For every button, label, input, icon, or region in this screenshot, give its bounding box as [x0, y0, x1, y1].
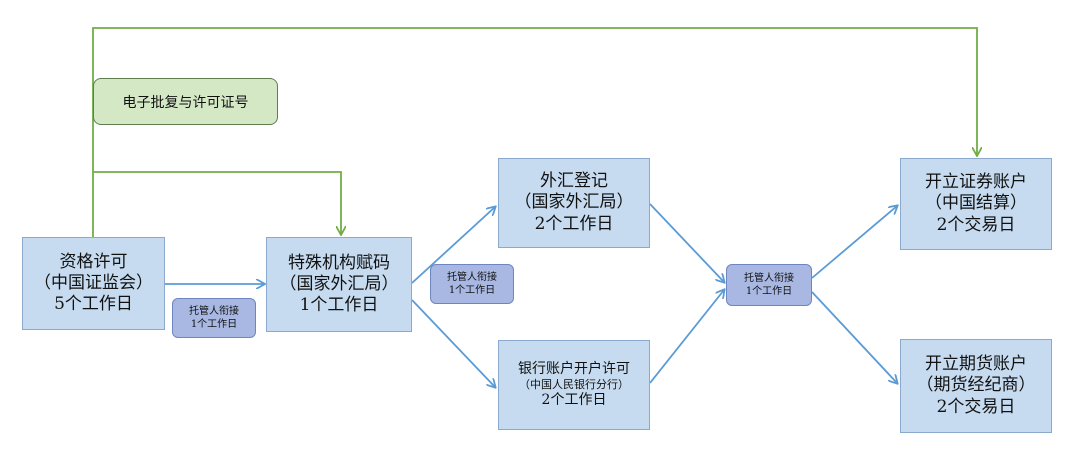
- step-coding: 特殊机构赋码 （国家外汇局） 1个工作日: [266, 237, 412, 332]
- step-authority: （国家外汇局）: [514, 192, 634, 213]
- step-duration: 2个工作日: [534, 213, 614, 234]
- arrow-coding-to-forex: [411, 207, 495, 284]
- step-forex: 外汇登记 （国家外汇局） 2个工作日: [498, 158, 650, 248]
- handoff-label: 托管人衔接: [744, 273, 794, 284]
- step-duration: 2个工作日: [541, 391, 607, 408]
- step-title: 开立期货账户: [925, 354, 1027, 375]
- approval-note: 电子批复与许可证号: [93, 78, 278, 125]
- handoff-badge: 托管人衔接 1个工作日: [430, 264, 514, 304]
- step-authority: （中国结算）: [925, 193, 1027, 214]
- arrow-bank-to-handoff: [649, 290, 724, 384]
- approval-note-label: 电子批复与许可证号: [122, 94, 249, 111]
- step-title: 资格许可: [59, 251, 128, 272]
- step-duration: 5个工作日: [54, 294, 133, 315]
- handoff-badge: 托管人衔接 1个工作日: [726, 264, 812, 306]
- step-duration: 2个交易日: [936, 396, 1016, 417]
- handoff-duration: 1个工作日: [190, 319, 238, 330]
- step-title: 特殊机构赋码: [288, 252, 390, 273]
- handoff-duration: 1个工作日: [448, 285, 496, 296]
- arrow-coding-to-bank: [411, 299, 495, 387]
- step-qualification: 资格许可 （中国证监会） 5个工作日: [22, 237, 165, 330]
- arrow-top-to-coding: [93, 171, 341, 234]
- step-title: 开立证券账户: [925, 172, 1027, 193]
- arrow-top-to-securities: [92, 27, 977, 237]
- step-authority: （国家外汇局）: [279, 273, 399, 294]
- step-authority: （中国人民银行分行）: [519, 378, 629, 392]
- step-duration: 2个交易日: [936, 214, 1016, 235]
- handoff-label: 托管人衔接: [447, 272, 497, 283]
- step-authority: （中国证监会）: [34, 272, 153, 293]
- step-title: 银行账户开户许可: [518, 360, 630, 377]
- step-bank: 银行账户开户许可 （中国人民银行分行） 2个工作日: [498, 340, 650, 430]
- arrow-forex-to-handoff: [649, 203, 724, 282]
- arrow-handoff-to-securities: [811, 206, 897, 279]
- step-authority: （期货经纪商）: [916, 375, 1036, 396]
- step-futures: 开立期货账户 （期货经纪商） 2个交易日: [900, 339, 1052, 433]
- step-title: 外汇登记: [540, 171, 608, 192]
- handoff-label: 托管人衔接: [189, 306, 239, 317]
- handoff-duration: 1个工作日: [745, 286, 793, 297]
- arrow-handoff-to-futures: [811, 291, 897, 383]
- step-duration: 1个工作日: [299, 295, 379, 316]
- handoff-badge: 托管人衔接 1个工作日: [172, 298, 256, 338]
- step-securities: 开立证券账户 （中国结算） 2个交易日: [900, 158, 1052, 250]
